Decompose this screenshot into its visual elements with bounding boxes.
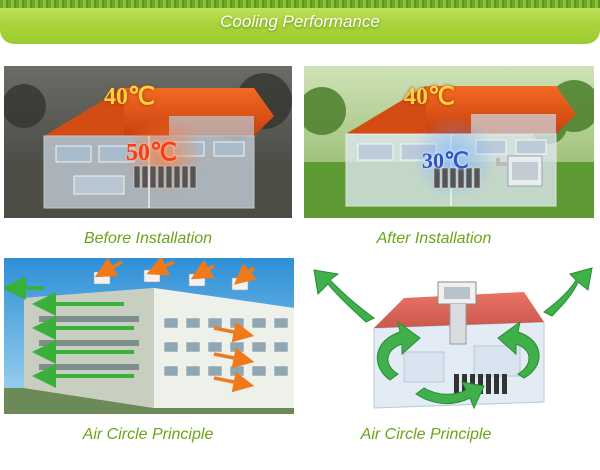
inside-temperature: 50℃ — [126, 140, 177, 166]
roof-temperature: 40℃ — [404, 84, 455, 110]
house-air-circle-image — [304, 262, 596, 414]
before-installation-image: 40℃ 50℃ — [4, 66, 292, 218]
after-installation-caption: After Installation — [376, 230, 492, 247]
roof-temperature: 40℃ — [104, 84, 155, 110]
building-air-circle-image — [4, 258, 294, 414]
building-air-circle-caption: Air Circle Principle — [82, 426, 214, 443]
before-installation-caption: Before Installation — [83, 230, 213, 247]
page-title: Cooling Performance — [220, 12, 380, 31]
inside-temperature: 30℃ — [422, 148, 469, 173]
after-installation-image: 40℃ 30℃ — [304, 66, 594, 218]
header-banner: Cooling Performance — [0, 0, 600, 44]
grass-decoration — [0, 0, 600, 8]
house-air-circle-caption: Air Circle Principle — [360, 426, 492, 443]
